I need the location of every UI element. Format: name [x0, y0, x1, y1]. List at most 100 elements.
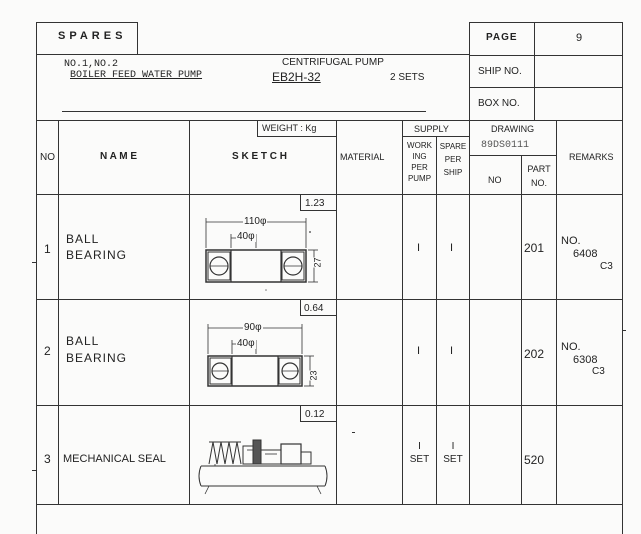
ship-no-label: SHIP NO. — [478, 66, 522, 77]
header-weight: WEIGHT : Kg — [262, 123, 317, 133]
header-spare: SPARE PER SHIP — [437, 140, 469, 179]
page-box-left — [469, 22, 470, 504]
material-tick — [352, 432, 355, 433]
dim-outer: 110φ — [243, 216, 268, 227]
dim-width: 27 — [312, 257, 323, 268]
supply-sub-line — [402, 136, 469, 137]
row-name-l1: BALL — [66, 334, 100, 348]
page-box-right — [622, 22, 623, 534]
row-remarks-l3: C3 — [600, 261, 613, 272]
row-name-l1: MECHANICAL SEAL — [63, 453, 166, 465]
row-part-no: 201 — [524, 241, 545, 255]
col-sep-name — [189, 120, 190, 504]
page-box-mid — [534, 22, 535, 120]
underline-rule — [62, 111, 426, 112]
row-name-l2: BEARING — [66, 351, 128, 365]
header-part-no: PART NO. — [522, 162, 556, 190]
header-spare-l2: PER — [444, 155, 462, 164]
header-sketch: S K E T C H — [232, 151, 288, 162]
col-sep-drawing-part — [521, 155, 522, 504]
row1-bottom — [36, 299, 623, 300]
col-sep-sketch — [336, 120, 337, 504]
header-part-no-l1: PART — [527, 164, 551, 174]
page-row-sep2 — [469, 87, 623, 88]
header-working: WORK ING PER PUMP — [403, 140, 436, 184]
row-name-l2: BEARING — [66, 248, 128, 262]
row-part-no: 202 — [524, 347, 545, 361]
row-working: I — [417, 345, 421, 357]
title-box-top — [36, 22, 138, 23]
row-remarks-l1: NO. — [561, 235, 581, 247]
table-top — [36, 120, 623, 121]
header-divider — [36, 54, 469, 55]
pump-sets: 2 SETS — [390, 72, 425, 83]
header-name: N A M E — [100, 151, 138, 162]
col-sep-material — [402, 120, 403, 504]
dim-inner: 40φ — [236, 338, 256, 349]
row-working: I SET — [403, 440, 436, 466]
title-box-right — [137, 22, 138, 55]
row-name-l1: BALL — [66, 232, 100, 246]
row-working: I — [417, 242, 421, 254]
pump-units: NO.1,NO.2 — [64, 59, 119, 70]
row-spare: I — [450, 345, 454, 357]
page-row-sep1 — [469, 55, 623, 56]
box-no-label: BOX NO. — [478, 98, 520, 109]
page-box-top — [469, 22, 623, 23]
row2-bottom — [36, 405, 623, 406]
weight-tag-bottom — [300, 210, 337, 211]
row-no: 3 — [44, 452, 51, 466]
margin-tick — [32, 470, 36, 471]
header-supply: SUPPLY — [414, 124, 449, 134]
drawing-code: 89DS0111 — [481, 140, 530, 151]
page-label: PAGE — [486, 32, 518, 43]
weight-tag-bottom — [300, 421, 337, 422]
col-sep-no — [58, 120, 59, 504]
ball-bearing-sketch — [205, 218, 318, 291]
row-spare-l2: SET — [443, 454, 463, 465]
weight-tag-left — [300, 300, 301, 316]
page-number: 9 — [576, 32, 583, 44]
header-no: NO — [40, 152, 55, 163]
header-working-l2: ING — [412, 152, 427, 161]
header-remarks: REMARKS — [569, 152, 614, 162]
header-material: MATERIAL — [340, 152, 385, 162]
header-working-l3: PER — [411, 163, 428, 172]
weight-tag-left — [300, 406, 301, 422]
ball-bearing-sketch — [207, 324, 314, 387]
header-drawing-no: NO — [488, 175, 502, 185]
header-drawing: DRAWING — [491, 124, 535, 134]
header-working-l4: PUMP — [407, 174, 432, 183]
row3-bottom — [36, 504, 623, 505]
table-header-bottom — [36, 194, 623, 195]
form-left-border — [36, 22, 37, 534]
margin-tick — [32, 262, 36, 263]
row-remarks-l1: NO. — [561, 341, 581, 353]
weight-box-left — [257, 120, 258, 137]
row-working-l2: SET — [409, 454, 430, 465]
dim-inner: 40φ — [236, 231, 256, 242]
row-spare: I — [450, 242, 454, 254]
header-spare-l3: SHIP — [443, 168, 463, 177]
weight-tag-left — [300, 195, 301, 211]
pump-model: EB2H-32 — [272, 70, 321, 84]
row-working-l1: I — [418, 441, 421, 452]
row-part-no: 520 — [524, 453, 545, 467]
pump-description: BOILER FEED WATER PUMP — [70, 70, 203, 81]
dim-outer: 90φ — [243, 322, 263, 333]
margin-tick — [622, 330, 626, 331]
header-part-no-l2: NO. — [530, 178, 547, 188]
weight-tag-bottom — [300, 315, 337, 316]
form-title: SPARES — [58, 30, 127, 42]
drawing-sub-line — [469, 155, 556, 156]
row-no: 2 — [44, 344, 51, 358]
dim-width: 23 — [308, 370, 319, 381]
row-remarks-l2: 6308 — [573, 354, 598, 366]
row-spare-l1: I — [451, 441, 455, 452]
pump-type: CENTRIFUGAL PUMP — [282, 57, 384, 68]
header-spare-l1: SPARE — [439, 142, 467, 151]
row-weight: 1.23 — [305, 198, 325, 209]
col-sep-working — [436, 136, 437, 504]
col-sep-remarks — [556, 120, 557, 504]
